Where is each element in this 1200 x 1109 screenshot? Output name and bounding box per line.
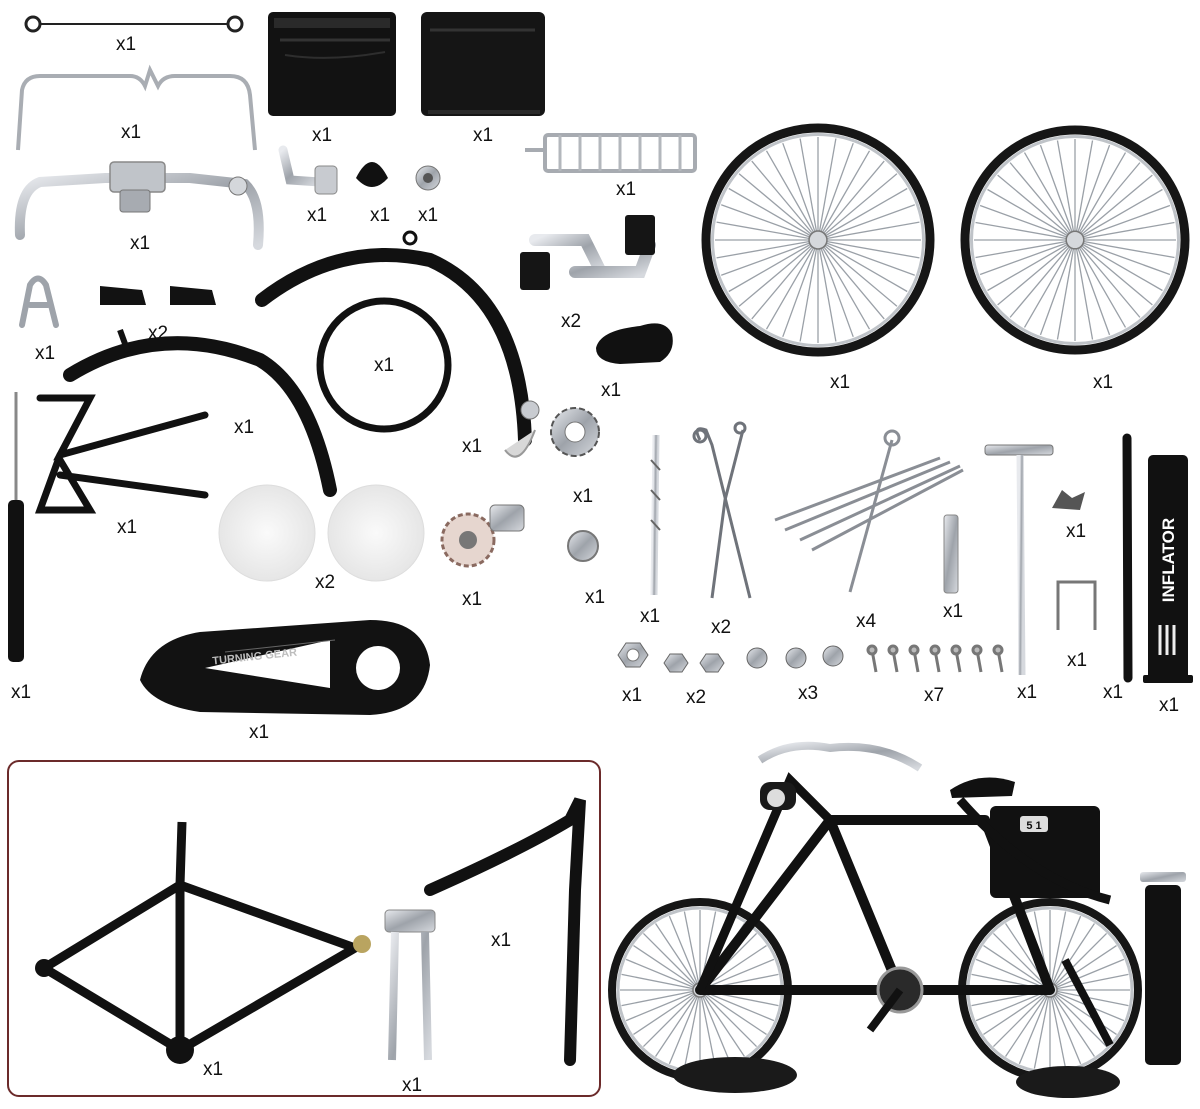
qty-label-pump-hose: x1 (1102, 682, 1124, 703)
qty-label-screws: x7 (923, 685, 945, 706)
qty-label-wheel-discs: x2 (314, 572, 336, 593)
pump-hose-image (1122, 433, 1133, 683)
mini-clamp-image (1052, 490, 1085, 510)
front-fork-image (384, 800, 436, 1061)
rear-wheel-image (960, 125, 1190, 355)
qty-label-front-wheel: x1 (829, 372, 851, 393)
pump-handle-image (984, 444, 1054, 676)
brake-pull-rod-image (24, 15, 244, 33)
qty-label-rack-struts: x4 (855, 611, 877, 632)
bolt-nut-image (415, 165, 441, 191)
qty-label-screwdriver: x1 (10, 682, 32, 703)
qty-label-bolt-nut: x1 (417, 205, 439, 226)
rack-struts-image (774, 429, 964, 593)
qty-label-rear-wheel: x1 (1092, 372, 1114, 393)
brake-pads-image (100, 286, 216, 305)
bag-badge-print: 5 1 (1026, 820, 1041, 832)
chain-guard-image (140, 620, 430, 715)
screws-image (866, 644, 1004, 673)
qty-label-saddle-spring-wire: x1 (120, 122, 142, 143)
qty-label-saddle: x1 (600, 380, 622, 401)
qty-label-chainring-gear: x1 (572, 486, 594, 507)
qty-label-rear-rack: x1 (615, 179, 637, 200)
rear-fender-image (255, 230, 540, 458)
qty-label-hub-cap: x1 (584, 587, 606, 608)
hex-nut-large-image (617, 642, 649, 668)
saddle-bag-left-image (268, 12, 396, 116)
rear-rack-image (525, 133, 697, 173)
qty-label-front-fender: x1 (233, 417, 255, 438)
qty-label-tire-ring: x1 (373, 355, 395, 376)
front-fender-image (63, 336, 337, 497)
qty-label-front-fork: x1 (401, 1075, 423, 1096)
qty-label-crank-hub: x1 (461, 589, 483, 610)
handlebar-image (14, 161, 264, 250)
qty-label-kickstand-lever: x1 (306, 205, 328, 226)
qty-label-brake-pull-rod: x1 (115, 34, 137, 55)
seat-post-rod-image (650, 434, 661, 596)
kickstand-image (35, 394, 209, 514)
pin-image (943, 514, 959, 594)
inflator-pump-image (1143, 455, 1193, 683)
qty-label-bike-frame: x1 (202, 1059, 224, 1080)
small-clip-image (19, 275, 59, 328)
saddle-spring-wire-image (16, 64, 257, 151)
tire-ring-image (316, 297, 452, 433)
qty-label-small-clip: x1 (34, 343, 56, 364)
qty-label-rear-stay: x1 (490, 930, 512, 951)
qty-label-pin: x1 (942, 601, 964, 622)
crank-hub-image (440, 504, 525, 568)
qty-label-pedals: x2 (560, 311, 582, 332)
assembled-bike-image (608, 741, 1186, 1098)
pedals-image (520, 215, 656, 290)
qty-label-handlebar: x1 (129, 233, 151, 254)
qty-label-seat-post-rod: x1 (639, 606, 661, 627)
bike-frame-image (35, 821, 371, 1064)
rear-stay-image (424, 797, 586, 1066)
qty-label-wire-bracket: x1 (1066, 650, 1088, 671)
saddle-clamp-image (356, 162, 388, 187)
wheel-discs-image (218, 484, 425, 582)
front-wheel-image (701, 123, 935, 357)
qty-label-hex-nuts: x2 (685, 687, 707, 708)
qty-label-chain-guard: x1 (248, 722, 270, 743)
qty-label-pump-handle: x1 (1016, 682, 1038, 703)
qty-label-brake-links: x2 (710, 617, 732, 638)
qty-label-inflator-pump: x1 (1158, 695, 1180, 716)
saddle-bag-right-image (421, 12, 545, 116)
qty-label-washers: x3 (797, 683, 819, 704)
saddle-image (596, 323, 673, 364)
qty-label-saddle-clamp: x1 (369, 205, 391, 226)
qty-label-rear-fender: x1 (461, 436, 483, 457)
kickstand-lever-image (278, 145, 338, 195)
qty-label-mini-clamp: x1 (1065, 521, 1087, 542)
pump-brand-print: INFLATOR (1159, 518, 1178, 602)
frame-kit-box (7, 760, 601, 1097)
wire-bracket-image (1056, 580, 1097, 630)
qty-label-saddle-bag-right: x1 (472, 125, 494, 146)
hex-nuts-image (663, 653, 725, 673)
brake-links-image (692, 421, 752, 599)
qty-label-hex-nut-large: x1 (621, 685, 643, 706)
qty-label-saddle-bag-left: x1 (311, 125, 333, 146)
qty-label-kickstand: x1 (116, 517, 138, 538)
washers-image (746, 645, 844, 669)
hub-cap-image (567, 530, 599, 562)
chainring-gear-image (550, 407, 600, 457)
screwdriver-image (8, 392, 24, 662)
qty-label-brake-pads: x2 (147, 323, 169, 344)
